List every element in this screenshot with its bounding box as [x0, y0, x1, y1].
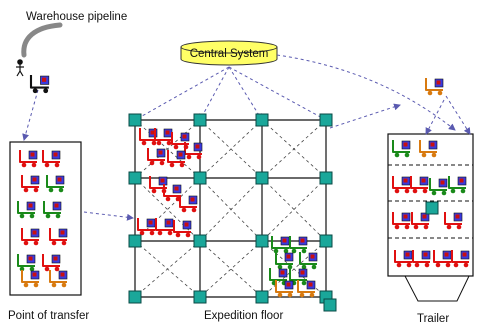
- cart-icon: [19, 150, 38, 168]
- cart-icon: [271, 236, 290, 254]
- node-icon: [193, 171, 207, 185]
- cart-icon: [419, 140, 438, 158]
- cart-icon: [392, 176, 411, 194]
- grid-diagonal: [261, 240, 327, 298]
- node-icon: [255, 234, 269, 248]
- cart-icon: [412, 250, 431, 268]
- cart-icon: [17, 201, 36, 219]
- flow-arrow: [445, 95, 471, 135]
- node-icon: [425, 201, 439, 215]
- cart-icon: [392, 212, 411, 230]
- cart-icon: [299, 252, 318, 270]
- cart-icon: [21, 175, 40, 193]
- grid-diagonal: [199, 240, 263, 298]
- cart-icon: [42, 254, 61, 272]
- cart-icon: [167, 150, 186, 168]
- grid-diagonal: [199, 240, 263, 298]
- cart-icon: [173, 220, 192, 238]
- central-system-node: Central System: [180, 40, 278, 66]
- node-icon: [319, 234, 333, 248]
- cart-icon: [21, 270, 40, 288]
- cart-icon: [410, 176, 429, 194]
- cart-icon: [139, 128, 158, 146]
- central-system-label: Central System: [190, 48, 269, 60]
- node-icon: [319, 113, 333, 127]
- warehouse-pipeline-label: Warehouse pipeline: [26, 11, 127, 23]
- flow-arrow: [199, 66, 230, 121]
- cart-icon: [289, 236, 308, 254]
- cart-icon: [155, 218, 174, 236]
- node-icon: [128, 171, 142, 185]
- cart-icon: [444, 212, 463, 230]
- node-icon: [255, 290, 269, 304]
- cart-icon: [163, 184, 182, 202]
- node-icon: [255, 171, 269, 185]
- node-icon: [193, 290, 207, 304]
- cart-icon: [451, 250, 470, 268]
- cart-icon: [17, 254, 36, 272]
- cart-icon: [392, 140, 411, 158]
- grid-diagonal: [261, 177, 327, 242]
- node-icon: [255, 113, 269, 127]
- cart-icon: [179, 195, 198, 213]
- cart-icon: [448, 176, 467, 194]
- flow-arrow: [228, 66, 327, 121]
- grid-diagonal: [134, 240, 201, 298]
- cart-icon: [275, 280, 294, 298]
- cart-icon: [411, 212, 430, 230]
- grid-nodes-layer: [128, 113, 439, 312]
- node-icon: [193, 234, 207, 248]
- grid-diagonal: [199, 177, 263, 242]
- node-icon: [128, 113, 142, 127]
- expedition-floor-label: Expedition floor: [204, 310, 283, 322]
- carts-layer: [17, 75, 470, 298]
- flow-arrow: [83, 211, 134, 221]
- cart-icon: [21, 228, 40, 246]
- cart-icon: [171, 132, 190, 150]
- point-of-transfer-label: Point of transfer: [8, 310, 89, 322]
- grid-diagonal: [261, 119, 327, 179]
- flow-arrow: [329, 103, 401, 129]
- cart-icon: [429, 178, 448, 196]
- node-icon: [128, 234, 142, 248]
- cart-icon: [147, 148, 166, 166]
- cart-icon: [29, 75, 50, 94]
- flow-arrow: [228, 66, 263, 121]
- node-icon: [319, 171, 333, 185]
- cart-icon: [49, 270, 68, 288]
- flow-arrow: [425, 99, 445, 135]
- trailer-label: Trailer: [417, 313, 449, 324]
- pipeline-curve-icon: [21, 22, 63, 58]
- cart-icon: [394, 250, 413, 268]
- cart-icon: [154, 128, 173, 146]
- node-icon: [193, 113, 207, 127]
- flow-arrows: [22, 54, 471, 221]
- cart-icon: [49, 228, 68, 246]
- cart-icon: [137, 218, 156, 236]
- grid-diagonal: [199, 119, 263, 179]
- node-icon: [128, 290, 142, 304]
- cart-icon: [43, 201, 62, 219]
- flow-arrow: [276, 54, 456, 131]
- cart-icon: [42, 150, 61, 168]
- cart-icon: [433, 250, 452, 268]
- cart-icon: [269, 268, 288, 286]
- person-icon: [16, 59, 24, 77]
- cart-icon: [149, 176, 168, 194]
- grid-diagonal: [134, 119, 201, 179]
- node-icon: [323, 298, 337, 312]
- flow-arrow: [22, 89, 39, 141]
- cart-icon: [297, 280, 316, 298]
- cart-icon: [425, 78, 444, 96]
- cart-icon: [46, 175, 65, 193]
- expedition-floor-grid: [134, 119, 327, 298]
- cart-icon: [275, 252, 294, 270]
